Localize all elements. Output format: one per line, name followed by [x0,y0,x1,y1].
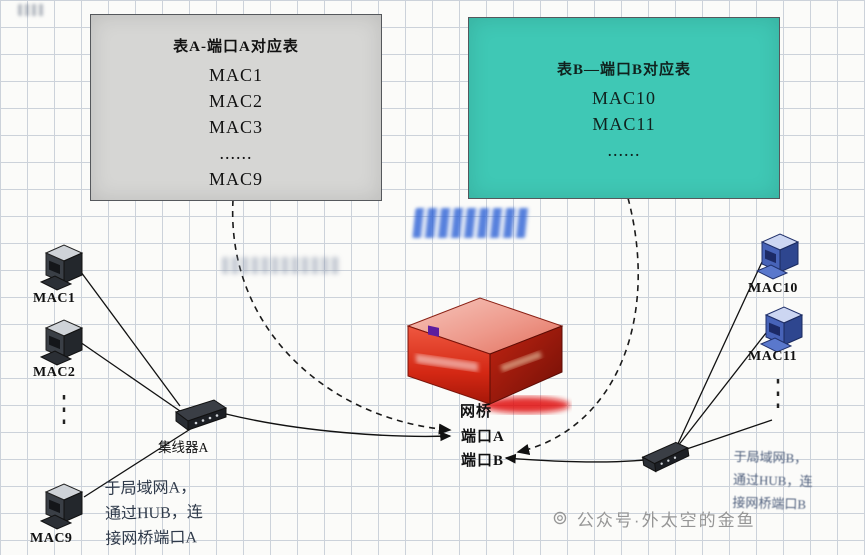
table-b-row: MAC11 [592,114,656,134]
port-a-label: 端口A [461,429,505,445]
aperture-icon: ⊚ [552,508,570,529]
computer-icon [759,303,812,360]
table-a-row: MAC9 [208,169,263,189]
note-line: 通过HUB，连 [732,471,813,490]
mac-table-b: 表B—端口B对应表 MAC10 MAC11 ...... [468,17,780,199]
table-a-row: MAC1 [208,65,263,85]
hub-b-icon [638,437,695,481]
mac-label: MAC1 [33,291,76,306]
port-b-label: 端口B [461,453,505,469]
bridge-label: 网桥 [460,404,493,420]
note-line: 于局域网A， [104,479,197,498]
computer-icon [39,480,92,537]
mac-label: MAC11 [748,349,798,364]
mac-label: MAC9 [30,531,73,546]
note-line: 于局域网B， [733,448,808,466]
corner-smudge [18,4,44,16]
mac-table-a: 表A-端口A对应表 MAC1 MAC2 MAC3 ...... MAC9 [90,14,382,201]
mac-label: MAC10 [748,281,798,296]
table-b-title: 表B—端口B对应表 [556,62,691,78]
blurred-watermark [412,208,530,238]
vertical-ellipsis-icon: ⋮ [52,390,76,430]
table-b-row: ...... [607,140,641,160]
vertical-ellipsis-icon: ⋮ [766,374,790,414]
mac-label: MAC2 [33,365,76,380]
table-b-row: MAC10 [591,88,656,108]
hub-a-icon [172,396,230,437]
table-a-row: MAC3 [208,117,263,137]
computer-icon [39,316,92,373]
note-line: 接网桥端口A [105,529,198,548]
watermark: ⊚ 公众号·外太空的金鱼 [552,506,756,531]
table-a-row: MAC2 [208,91,263,111]
computer-icon [755,230,808,287]
computer-icon [39,241,92,298]
note-line: 通过HUB，连 [104,504,203,523]
table-a-title: 表A-端口A对应表 [173,39,299,55]
watermark-text: 公众号·外太空的金鱼 [576,511,756,530]
table-a-row: ...... [219,143,253,163]
note-lan-a: 于局域网A， 通过HUB，连 接网桥端口A [104,475,203,552]
hub-a-label: 集线器A [158,440,209,455]
blurred-watermark [222,257,340,274]
